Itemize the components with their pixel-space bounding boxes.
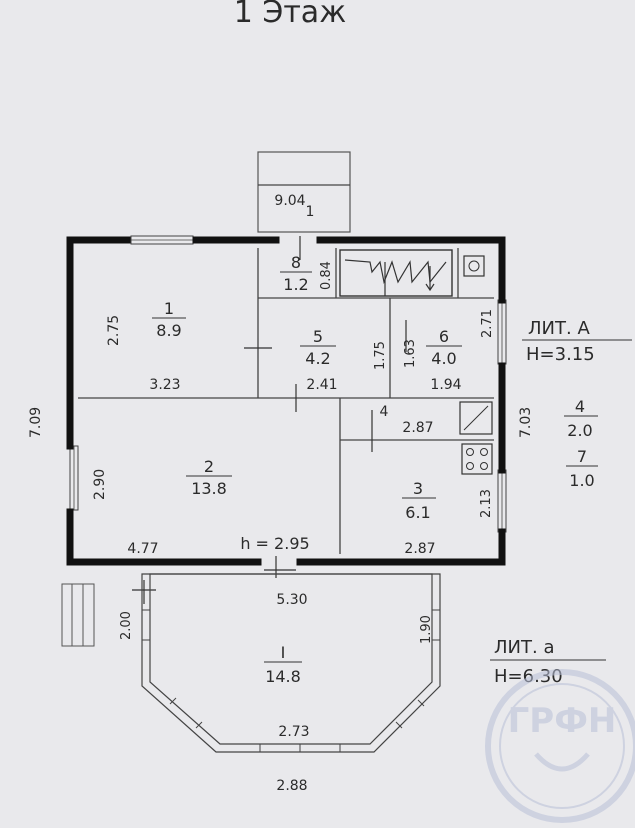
room-7-number: 7	[577, 447, 587, 466]
dim-room3-height: 2.13	[479, 489, 494, 518]
floor-title: 1 Этаж	[234, 0, 346, 30]
room-1-number: 1	[164, 299, 174, 318]
veranda-area: 14.8	[265, 667, 301, 686]
room-7-area: 1.0	[569, 471, 594, 490]
dim-room6-depth: 1.63	[403, 339, 418, 368]
interior-partitions	[78, 248, 494, 554]
room-3-number: 3	[413, 479, 423, 498]
room-6-area: 4.0	[431, 349, 456, 368]
stamp-watermark: ГРФН	[485, 669, 635, 823]
dim-veranda-left: 2.00	[119, 611, 134, 640]
dim-veranda-bottom: 2.88	[276, 778, 307, 794]
dim-room5-width: 2.41	[306, 377, 337, 393]
dim-room8-depth: 0.84	[319, 261, 334, 290]
room-4-area: 2.0	[567, 421, 592, 440]
stamp-text: ГРФН	[508, 701, 617, 741]
room-4-number: 4	[575, 397, 585, 416]
liter-notes: ЛИТ. А H=3.15 ЛИТ. а H=6.30	[490, 318, 632, 687]
staircase	[339, 249, 453, 297]
stove-icon	[461, 443, 493, 475]
liter-main-label: ЛИТ. А	[528, 318, 590, 339]
sink-icon	[459, 401, 493, 435]
room-5-area: 4.2	[305, 349, 330, 368]
liter-main-height: H=3.15	[526, 344, 595, 365]
toilet-icon	[463, 255, 485, 277]
dim-veranda-right: 1.90	[419, 615, 434, 644]
dim-room1-width: 3.23	[149, 377, 180, 393]
dim-room1-height: 2.75	[106, 315, 122, 346]
room-2-number: 2	[204, 457, 214, 476]
room-labels: 1 8.9 2 13.8 3 6.1 4 2.0 5 4.2 6 4.0 7 1…	[152, 253, 598, 686]
dim-top-index: 1	[306, 204, 315, 220]
dim-left-total: 7.09	[28, 407, 44, 438]
room-3-area: 6.1	[405, 503, 430, 522]
ceiling-height: h = 2.95	[240, 534, 309, 553]
dimension-labels: 9.04 1 0.84 2.75 3.23 1.75 2.41 1.63 1.9…	[28, 193, 534, 794]
dim-room5-depth: 1.75	[373, 341, 388, 370]
veranda-number: I	[281, 643, 286, 662]
dim-room2-height: 2.90	[92, 469, 108, 500]
fixtures	[459, 255, 493, 475]
dim-right-total: 7.03	[518, 407, 534, 438]
liter-annex-label: ЛИТ. а	[494, 637, 554, 658]
dim-top-width: 9.04	[274, 193, 305, 209]
dim-veranda-width: 5.30	[276, 592, 307, 608]
side-steps	[61, 583, 95, 647]
room-1-area: 8.9	[156, 321, 181, 340]
room-8-number: 8	[291, 253, 301, 272]
dim-room4-width: 2.87	[402, 420, 433, 436]
dim-veranda-front: 2.73	[278, 724, 309, 740]
dim-room6-right: 2.71	[480, 309, 495, 338]
veranda	[141, 573, 441, 753]
room-8-area: 1.2	[283, 275, 308, 294]
room-5-number: 5	[313, 327, 323, 346]
exterior-walls	[66, 236, 506, 566]
room-2-area: 13.8	[191, 479, 227, 498]
dim-bottom-left: 4.77	[127, 541, 158, 557]
dim-bottom-right: 2.87	[404, 541, 435, 557]
dim-room6-width: 1.94	[430, 377, 461, 393]
room-6-number: 6	[439, 327, 449, 346]
dim-room4-label: 4	[380, 404, 389, 420]
porch-top	[257, 151, 351, 233]
